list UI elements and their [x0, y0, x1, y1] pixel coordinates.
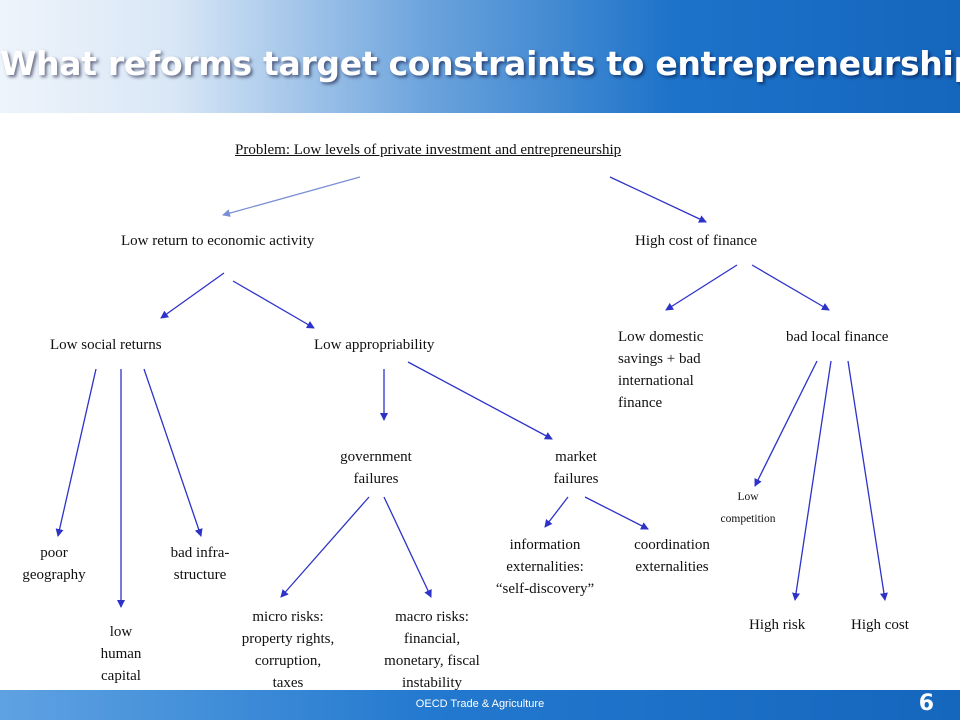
node-high-risk: High risk	[749, 617, 806, 633]
arrow-local-finance-to-high-risk	[792, 360, 832, 601]
arrow-finance-to-local-finance	[751, 264, 830, 311]
node-high-cost: High cost	[851, 617, 909, 633]
arrow-market-to-coordination	[584, 496, 649, 530]
arrow-finance-to-domestic-savings	[665, 264, 738, 311]
arrow-local-finance-to-competition	[754, 360, 818, 487]
node-low-social-returns: Low social returns	[50, 337, 162, 353]
arrow-social-to-geography	[55, 368, 97, 537]
arrow-market-to-information	[544, 496, 569, 528]
arrow-problem-to-low-return	[222, 176, 361, 217]
arrow-local-finance-to-high-cost	[847, 360, 888, 601]
arrow-appropriability-to-market	[407, 361, 553, 440]
title-bar: What reforms target constraints to entre…	[0, 0, 960, 113]
node-low-appropriability: Low appropriability	[314, 337, 435, 353]
title-divider	[0, 113, 960, 116]
node-micro-risks: micro risks: property rights, corruption…	[241, 609, 335, 691]
arrow-problem-to-high-cost-finance	[609, 176, 707, 223]
node-low-domestic-savings: Low domestic savings + bad international…	[618, 329, 704, 411]
node-macro-risks: macro risks: financial, monetary, fiscal…	[384, 609, 480, 691]
node-low-human-capital: low human capital	[100, 624, 142, 684]
node-bad-infrastructure: bad infra- structure	[170, 545, 230, 583]
footer-bar: OECD Trade & Agriculture 6	[0, 690, 960, 720]
node-poor-geography: poor geography	[22, 545, 86, 583]
node-information-externalities: information externalities: “self-discove…	[495, 537, 595, 597]
node-market-failures: market failures	[553, 449, 599, 487]
node-low-competition: Low competition	[720, 491, 776, 525]
node-coordination-externalities: coordination externalities	[634, 537, 710, 575]
slide-number: 6	[918, 691, 934, 716]
node-government-failures: government failures	[340, 449, 412, 487]
arrow-government-to-micro	[280, 496, 370, 598]
arrow-social-to-infrastructure	[143, 368, 203, 537]
node-low-return: Low return to economic activity	[121, 233, 315, 249]
problem-statement: Problem: Low levels of private investmen…	[235, 142, 622, 158]
node-high-cost-of-finance: High cost of finance	[635, 233, 758, 249]
arrow-low-return-to-social	[160, 272, 225, 319]
footer-label: OECD Trade & Agriculture	[415, 698, 545, 710]
arrow-government-to-macro	[383, 496, 432, 598]
slide-title: What reforms target constraints to entre…	[0, 44, 960, 83]
node-bad-local-finance: bad local finance	[786, 329, 889, 345]
arrow-low-return-to-appropriability	[232, 280, 315, 329]
